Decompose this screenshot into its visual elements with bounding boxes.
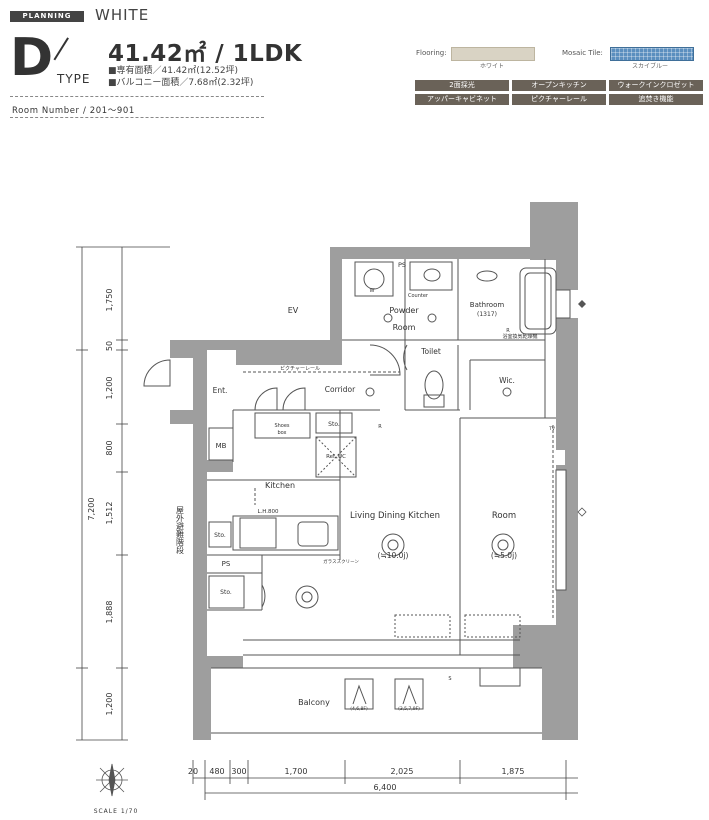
label-sto-corridor: Sto. <box>328 421 340 428</box>
label-s: S <box>448 676 451 682</box>
label-shoes-box-1: Shoes <box>274 423 289 429</box>
plan-partitions <box>143 259 571 734</box>
label-entrance: Ent. <box>213 386 228 395</box>
label-washer: W <box>370 288 375 294</box>
wall-balcony-left <box>193 668 211 740</box>
wall-left <box>193 464 207 668</box>
label-ps-kitchen: PS <box>222 560 231 568</box>
type-word: TYPE <box>57 72 91 86</box>
dim-1200-a: 1,200 <box>105 377 114 400</box>
dim-480: 480 <box>209 767 224 776</box>
label-r-bath: R <box>506 328 510 334</box>
private-area: ■専有面積／41.42㎡(12.52坪) <box>108 66 239 76</box>
compass-icon <box>96 763 128 797</box>
wall-top-right <box>530 202 570 260</box>
label-powder-1: Powder <box>389 306 419 315</box>
marker-diamond-outline <box>577 507 587 517</box>
type-letter: D <box>10 28 54 88</box>
dim-1750: 1,750 <box>105 289 114 312</box>
dim-50: 50 <box>105 341 114 351</box>
wall-bottom-left <box>193 656 243 668</box>
label-shoes-box-2: box <box>277 430 286 436</box>
label-unit-a: (4,6,8F) <box>350 706 368 712</box>
mosaic-tile-swatch <box>610 47 694 61</box>
wall-bottom-right-block <box>513 625 558 668</box>
feature-badge: 追焚き機能 <box>609 94 703 105</box>
dim-1512: 1,512 <box>105 502 114 525</box>
area-title: 41.42㎡ / 1LDK <box>108 41 303 67</box>
marker-diamond-filled <box>578 300 586 308</box>
feature-badge: アッパーキャビネット <box>415 94 509 105</box>
label-room-size: (≒5.0j) <box>491 551 517 560</box>
wall-balcony-right <box>542 668 560 740</box>
label-powder-2: Room <box>393 323 416 332</box>
dim-1200-b: 1,200 <box>105 693 114 716</box>
color-scheme-title: WHITE <box>95 6 150 24</box>
label-corridor: Corridor <box>325 385 356 394</box>
label-wic: Wic. <box>499 376 515 385</box>
feature-badge: ウォークインクロゼット <box>609 80 703 91</box>
label-ref-uc: Ref. UC <box>326 454 346 460</box>
mosaic-color-caption: スカイブルー <box>632 63 669 70</box>
feature-badge: オープンキッチン <box>512 80 606 91</box>
label-ev: EV <box>288 306 299 315</box>
header-divider-bottom <box>10 117 264 118</box>
left-dimension-lines <box>76 246 170 741</box>
label-glass-screen: ガラススクリーン <box>323 558 359 565</box>
label-counter: Counter <box>408 293 429 299</box>
label-sto-lower: Sto. <box>220 589 232 596</box>
dim-total-height: 7,200 <box>87 498 96 521</box>
dim-800: 800 <box>105 440 114 455</box>
plan-labels: EV Powder Room Counter Bathroom (1317) 浴… <box>213 261 556 712</box>
label-mb: MB <box>216 442 227 450</box>
wall-mb-left <box>193 424 207 464</box>
wall-entrance-bottom <box>170 410 207 424</box>
scale-label: SCALE 1/70 <box>94 808 139 815</box>
left-dimension-labels: 1,750 50 1,200 800 1,512 1,888 1,200 7,2… <box>87 289 114 716</box>
label-bathroom-dryer: 浴室換気乾燥機 <box>502 333 537 340</box>
bottom-dimension-lines <box>192 760 578 800</box>
label-outdoor-stair: 屋外避難階段 <box>176 506 185 555</box>
wall-ev-bottom <box>170 340 330 365</box>
flooring-color-caption: ホワイト <box>480 63 505 70</box>
feature-badge: 2面採光 <box>415 80 509 91</box>
wall-entrance-left <box>193 340 207 424</box>
label-toilet: Toilet <box>420 347 441 356</box>
label-ps-powder: PS <box>398 261 406 269</box>
header-divider-top <box>10 96 264 97</box>
dim-2025: 2,025 <box>391 767 414 776</box>
label-bath-size: (1317) <box>477 311 497 318</box>
dim-1875: 1,875 <box>502 767 525 776</box>
label-room: Room <box>492 511 516 521</box>
flooring-swatch <box>451 47 535 61</box>
label-ldk-size: (≒10.0j) <box>378 551 409 560</box>
dim-20: 20 <box>188 767 198 776</box>
dim-1700: 1,700 <box>285 767 308 776</box>
label-r-corridor: R <box>378 424 382 430</box>
wall-powder-left <box>330 247 342 365</box>
wall-top <box>330 247 530 259</box>
label-picture-rail: ピクチャーレール <box>280 366 320 372</box>
wall-right-exterior <box>530 202 578 740</box>
feature-badge: ピクチャーレール <box>512 94 606 105</box>
dim-300: 300 <box>231 767 246 776</box>
label-kitchen: Kitchen <box>265 481 295 490</box>
room-number: Room Number / 201～901 <box>12 106 135 116</box>
flooring-label: Flooring: <box>416 49 447 57</box>
planning-tag: PLANNING <box>10 11 84 22</box>
dim-1888: 1,888 <box>105 601 114 624</box>
label-sto-kitchen: Sto. <box>214 532 226 539</box>
label-balcony: Balcony <box>298 698 330 707</box>
mosaic-tile-label: Mosaic Tile: <box>562 49 603 57</box>
label-ldk: Living Dining Kitchen <box>350 511 440 521</box>
label-bathroom: Bathroom <box>470 301 505 309</box>
label-lh: L.H.800 <box>257 509 279 515</box>
label-tv: TV <box>548 426 556 432</box>
label-unit-b: (3,5,7,9F) <box>398 706 420 712</box>
plan-walls <box>170 202 578 740</box>
dim-total-width: 6,400 <box>374 783 397 792</box>
balcony-area: ■バルコニー面積／7.68㎡(2.32坪) <box>108 78 254 88</box>
bottom-dimension-labels: 20 480 300 1,700 2,025 1,875 6,400 <box>188 767 525 792</box>
